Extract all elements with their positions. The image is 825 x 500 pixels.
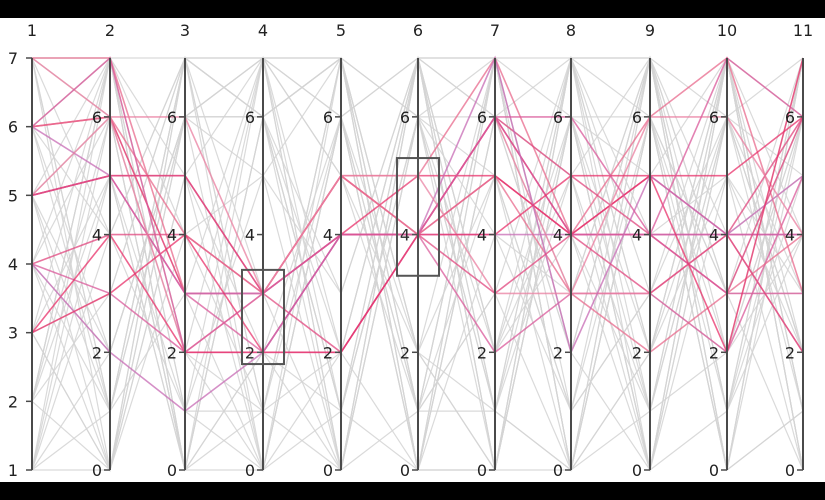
brushes-group[interactable]	[241, 157, 440, 366]
axis-label-4: 4	[258, 21, 268, 40]
tick-label-11-6: 6	[785, 108, 795, 127]
axis-label-9: 9	[645, 21, 655, 40]
tick-label-4-6: 6	[245, 108, 255, 127]
tick-label-8-0: 0	[553, 461, 563, 480]
tick-label-10-4: 4	[709, 226, 719, 245]
axis-label-5: 5	[336, 21, 346, 40]
tick-label-1-5: 5	[8, 186, 18, 205]
axis-4[interactable]: 4 0 2 4 6	[245, 21, 268, 480]
tick-label-10-0: 0	[709, 461, 719, 480]
tick-label-9-4: 4	[632, 226, 642, 245]
brush-axis-6[interactable]	[396, 157, 440, 277]
tick-label-8-6: 6	[553, 108, 563, 127]
tick-label-6-2: 2	[400, 343, 410, 362]
axis-label-10: 10	[717, 21, 737, 40]
axis-1[interactable]: 1 1 2 3 4 5 6 7	[8, 21, 37, 480]
tick-label-2-6: 6	[92, 108, 102, 127]
tick-label-8-4: 4	[553, 226, 563, 245]
tick-label-4-0: 0	[245, 461, 255, 480]
axis-3[interactable]: 3 0 2 4 6	[167, 21, 190, 480]
axis-label-7: 7	[490, 21, 500, 40]
tick-label-4-4: 4	[245, 226, 255, 245]
tick-label-9-6: 6	[632, 108, 642, 127]
tick-label-5-0: 0	[323, 461, 333, 480]
tick-label-2-2: 2	[92, 343, 102, 362]
tick-label-1-1: 1	[8, 461, 18, 480]
tick-label-3-6: 6	[167, 108, 177, 127]
axis-label-8: 8	[566, 21, 576, 40]
axis-9[interactable]: 9 0 2 4 6	[632, 21, 655, 480]
tick-label-9-0: 0	[632, 461, 642, 480]
tick-label-9-2: 2	[632, 343, 642, 362]
tick-label-7-0: 0	[477, 461, 487, 480]
axis-label-2: 2	[105, 21, 115, 40]
axis-label-1: 1	[27, 21, 37, 40]
tick-label-6-0: 0	[400, 461, 410, 480]
tick-label-6-4: 4	[400, 226, 410, 245]
tick-label-10-6: 6	[709, 108, 719, 127]
tick-label-10-2: 2	[709, 343, 719, 362]
tick-label-5-2: 2	[323, 343, 333, 362]
axis-label-6: 6	[413, 21, 423, 40]
tick-label-3-4: 4	[167, 226, 177, 245]
tick-label-1-2: 2	[8, 392, 18, 411]
tick-label-11-0: 0	[785, 461, 795, 480]
tick-label-11-4: 4	[785, 226, 795, 245]
axis-5[interactable]: 5 0 2 4 6	[323, 21, 346, 480]
axis-7[interactable]: 7 0 2 4 6	[477, 21, 500, 480]
tick-label-3-0: 0	[167, 461, 177, 480]
axis-10[interactable]: 10 0 2 4 6	[709, 21, 737, 480]
axes-group: 1123456720246302464024650246602467024680…	[8, 21, 813, 480]
tick-label-1-4: 4	[8, 255, 18, 274]
axis-11[interactable]: 11 0 2 4 6	[785, 21, 813, 480]
axis-2[interactable]: 2 0 2 4 6	[92, 21, 115, 480]
axis-label-3: 3	[180, 21, 190, 40]
tick-label-7-2: 2	[477, 343, 487, 362]
tick-label-4-2: 2	[245, 343, 255, 362]
tick-label-7-4: 4	[477, 226, 487, 245]
brush-axis-4[interactable]	[241, 268, 285, 366]
tick-label-1-6: 6	[8, 118, 18, 137]
tick-label-5-4: 4	[323, 226, 333, 245]
tick-label-2-4: 4	[92, 226, 102, 245]
tick-label-1-7: 7	[8, 49, 18, 68]
tick-label-3-2: 2	[167, 343, 177, 362]
tick-label-8-2: 2	[553, 343, 563, 362]
axis-6[interactable]: 6 0 2 4 6	[400, 21, 423, 480]
tick-label-2-0: 0	[92, 461, 102, 480]
axis-8[interactable]: 8 0 2 4 6	[553, 21, 576, 480]
tick-label-7-6: 6	[477, 108, 487, 127]
tick-label-1-3: 3	[8, 324, 18, 343]
axis-label-11: 11	[793, 21, 813, 40]
parallel-coordinates-chart[interactable]: 1123456720246302464024650246602467024680…	[0, 18, 825, 482]
tick-label-6-6: 6	[400, 108, 410, 127]
tick-label-11-2: 2	[785, 343, 795, 362]
tick-label-5-6: 6	[323, 108, 333, 127]
